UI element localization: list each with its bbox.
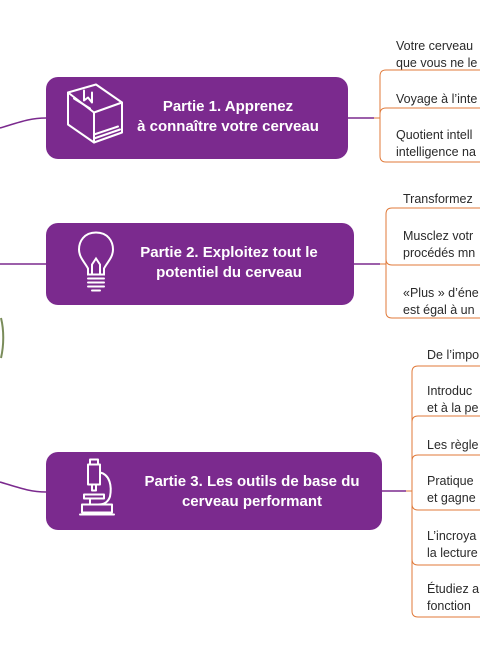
branch-line-1-1 [374, 69, 480, 119]
list-item[interactable]: Étudiez a fonction [427, 582, 480, 613]
list-item[interactable]: Quotient intell intelligence na [396, 128, 476, 159]
list-item[interactable]: De l’impo [427, 348, 480, 362]
trunk-connector-1 [0, 117, 47, 129]
list-item[interactable]: Pratique et gagne [427, 474, 476, 505]
book-icon [62, 81, 128, 156]
list-item[interactable]: Transformez [403, 192, 473, 206]
branch-line-3-2 [406, 415, 480, 492]
branch-line-3-1 [406, 365, 480, 492]
list-item[interactable]: L’incroya la lecture [427, 529, 478, 560]
lightbulb-icon [76, 229, 116, 300]
branch-line-2-1 [380, 207, 480, 265]
part-2-title: Partie 2. Exploitez tout le potentiel du… [140, 244, 318, 281]
branch-line-3-6 [406, 490, 480, 618]
microscope-icon [76, 457, 118, 526]
part-3-box[interactable]: Partie 3. Les outils de base du cerveau … [46, 452, 382, 530]
branch-line-2-3 [380, 263, 480, 319]
branch-line-2-2 [380, 258, 480, 266]
branch-line-1-2 [374, 107, 480, 119]
part-2-box[interactable]: Partie 2. Exploitez tout le potentiel du… [46, 223, 354, 305]
list-item[interactable]: Musclez votr procédés mn [403, 229, 476, 260]
branch-line-1-3 [374, 117, 480, 163]
part-1-title: Partie 1. Apprenez à connaître votre cer… [137, 98, 319, 135]
list-item[interactable]: «Plus » d’éne est égal à un [403, 286, 479, 317]
list-item[interactable]: Introduc et à la pe [427, 384, 479, 415]
list-item[interactable]: Votre cerveau que vous ne le [396, 39, 478, 70]
root-stub [0, 317, 5, 359]
branch-line-3-3 [406, 454, 480, 492]
list-item[interactable]: Voyage à l’inte [396, 92, 478, 106]
part-1-box[interactable]: Partie 1. Apprenez à connaître votre cer… [46, 77, 348, 159]
part-3-title: Partie 3. Les outils de base du cerveau … [144, 473, 360, 510]
list-item[interactable]: Les règle [427, 438, 479, 452]
trunk-connector-3 [0, 481, 47, 493]
